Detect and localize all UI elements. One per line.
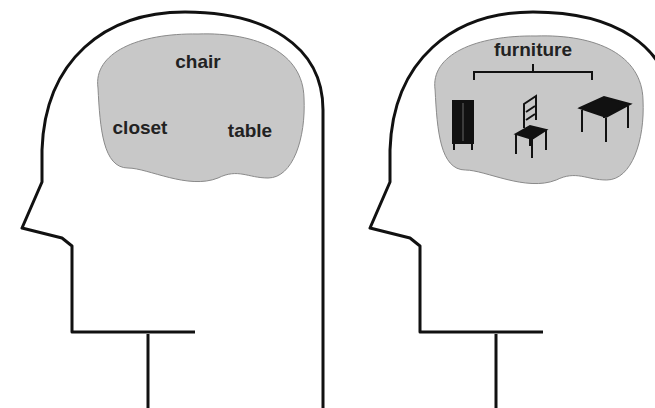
concept-word: table <box>228 121 272 142</box>
table-icon <box>580 97 630 142</box>
bracket <box>474 64 592 80</box>
right-neck-line <box>495 334 498 408</box>
left-head-outline <box>22 12 323 408</box>
concept-word: closet <box>113 118 168 139</box>
left-neck-line <box>147 334 150 408</box>
closet-icon <box>452 100 474 150</box>
concept-word: chair <box>175 52 220 73</box>
brain-region: chair closet table <box>88 28 308 193</box>
chair-icon <box>516 96 546 158</box>
right-head-outline <box>370 12 655 408</box>
concept-word: furniture <box>494 40 572 61</box>
